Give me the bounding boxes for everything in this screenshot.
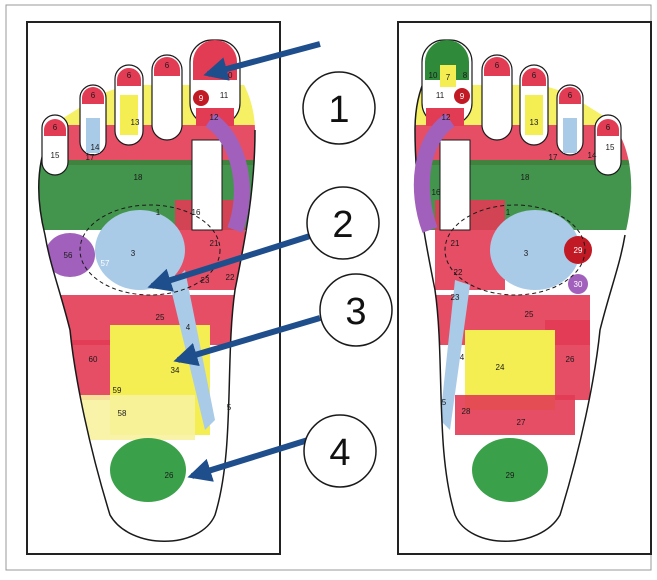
zone-label: 16 xyxy=(432,188,441,197)
zone-label: 22 xyxy=(226,273,235,282)
zone-label: 9 xyxy=(199,94,204,103)
zone-label: 18 xyxy=(521,173,530,182)
zone-label: 60 xyxy=(89,355,98,364)
zone-label: 21 xyxy=(210,239,219,248)
zone-label: 5 xyxy=(442,398,447,407)
zone-label: 7 xyxy=(446,73,451,82)
zone-label: 25 xyxy=(156,313,165,322)
zone-label: 29 xyxy=(574,246,583,255)
zone-label: 8 xyxy=(463,71,468,80)
zone-label: 59 xyxy=(113,386,122,395)
zone-label: 22 xyxy=(454,268,463,277)
zone-label: 9 xyxy=(460,92,465,101)
zone-label: 56 xyxy=(64,251,73,260)
zone-label: 6 xyxy=(532,71,537,80)
zone-label: 17 xyxy=(86,153,95,162)
callout-label-4: 4 xyxy=(329,432,350,474)
zone-label: 15 xyxy=(51,151,60,160)
zone-label: 26 xyxy=(165,471,174,480)
zone-label: 15 xyxy=(606,143,615,152)
zone-label: 16 xyxy=(192,208,201,217)
zone-label: 26 xyxy=(566,355,575,364)
zone-label: 12 xyxy=(442,113,451,122)
zone-label: 12 xyxy=(210,113,219,122)
zone-label: 6 xyxy=(495,61,500,70)
zone-label: 5 xyxy=(227,403,232,412)
callout-label-1: 1 xyxy=(328,89,349,131)
zone-label: 3 xyxy=(131,249,136,258)
zone-label: 6 xyxy=(606,123,611,132)
zone-label: 10 xyxy=(429,71,438,80)
zone-label: 14 xyxy=(588,151,597,160)
zone-label: 4 xyxy=(186,323,191,332)
zone-label: 1 xyxy=(506,208,511,217)
zone-label: 23 xyxy=(201,276,210,285)
zone-label: 14 xyxy=(91,143,100,152)
zone-label: 18 xyxy=(134,173,143,182)
left-heel-zone xyxy=(110,438,186,502)
callout-label-3: 3 xyxy=(345,291,366,333)
zone-label: 4 xyxy=(460,353,465,362)
zone-label: 6 xyxy=(165,61,170,70)
zone-label: 13 xyxy=(131,118,140,127)
zone-label: 58 xyxy=(118,409,127,418)
zone-label: 6 xyxy=(127,71,132,80)
zone-label: 28 xyxy=(462,407,471,416)
zone-label: 1 xyxy=(156,208,161,217)
zone-label: 3 xyxy=(524,249,529,258)
zone-label: 13 xyxy=(530,118,539,127)
zone-label: 30 xyxy=(574,280,583,289)
zone-label: 11 xyxy=(220,91,229,100)
zone-label: 29 xyxy=(506,471,515,480)
zone-label: 17 xyxy=(549,153,558,162)
callout-label-2: 2 xyxy=(332,204,353,246)
zone-label: 27 xyxy=(517,418,526,427)
right-heel-zone xyxy=(472,438,548,502)
zone-label: 57 xyxy=(101,259,110,268)
zone-label: 6 xyxy=(53,123,58,132)
zone-label: 24 xyxy=(496,363,505,372)
zone-label: 25 xyxy=(525,310,534,319)
zone-label: 6 xyxy=(91,91,96,100)
zone-label: 34 xyxy=(171,366,180,375)
zone-label: 11 xyxy=(436,91,445,100)
zone-label: 6 xyxy=(568,91,573,100)
zone-label: 23 xyxy=(451,293,460,302)
zone-label: 21 xyxy=(451,239,460,248)
